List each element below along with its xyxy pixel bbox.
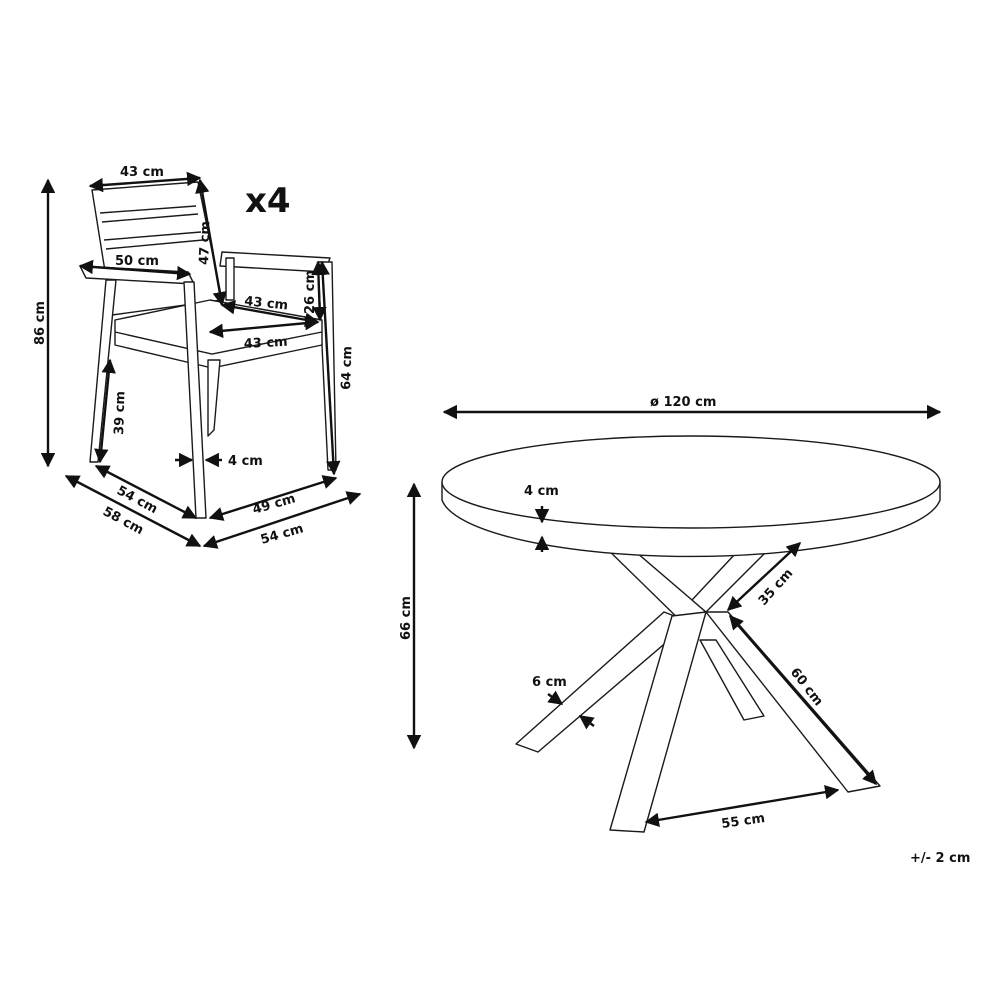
label-backrest-width: 43 cm <box>120 165 164 180</box>
dim-armrest-floor-height <box>315 260 341 476</box>
chair-right-armrest <box>219 251 331 273</box>
dim-base-depth-outer <box>64 474 202 548</box>
dim-backrest-height <box>195 178 227 307</box>
table-leg-front-right <box>705 611 881 793</box>
label-seat-width-back: 43 cm <box>244 294 289 314</box>
label-table-height: 66 cm <box>399 596 414 640</box>
label-foot-spread: 55 cm <box>720 811 766 832</box>
dim-leg-width-right <box>578 715 595 730</box>
label-armrest-length: 50 cm <box>115 254 159 269</box>
label-total-height: 86 cm <box>33 301 48 345</box>
label-leg-upper: 35 cm <box>756 566 797 609</box>
chair-backrest-slat <box>101 213 199 223</box>
chair-backrest-slat <box>103 231 202 241</box>
table-leg-front-center <box>609 611 707 833</box>
label-top-thickness: 4 cm <box>524 484 559 499</box>
chair-backrest-slat <box>99 205 197 214</box>
dim-seat-width-front <box>208 316 320 338</box>
label-tolerance: +/- 2 cm <box>910 851 970 866</box>
table-top <box>441 435 941 529</box>
label-armrest-floor-height: 64 cm <box>339 346 356 390</box>
label-leg-width: 6 cm <box>532 675 567 690</box>
label-armrest-height: 26 cm <box>303 270 318 314</box>
chair-rear-right-leg <box>207 359 221 437</box>
dim-leg-lower <box>729 614 877 786</box>
label-backrest-height: 47 cm <box>197 221 214 265</box>
dim-backrest-width <box>88 171 202 193</box>
chair-dimensions <box>40 171 362 549</box>
dim-armrest-length <box>78 259 192 281</box>
dim-base-width-outer <box>202 491 362 549</box>
table-dimensions <box>406 404 942 827</box>
dim-leg-upper <box>726 542 802 611</box>
dim-seat-height <box>94 358 116 464</box>
label-seat-height: 39 cm <box>112 391 129 435</box>
label-seat-width-front: 43 cm <box>243 335 288 352</box>
chair-backrest-slat <box>105 239 204 250</box>
chair-seat-edge <box>114 331 323 355</box>
dim-foot-spread <box>644 785 840 827</box>
label-base-width-inner: 49 cm <box>251 491 297 518</box>
label-table-diameter: ø 120 cm <box>650 395 716 410</box>
dim-leg-width-left <box>547 690 564 705</box>
label-quantity: x4 <box>245 181 291 221</box>
chair-right-rear-leg <box>225 257 235 301</box>
label-leg-thickness: 4 cm <box>228 454 263 469</box>
